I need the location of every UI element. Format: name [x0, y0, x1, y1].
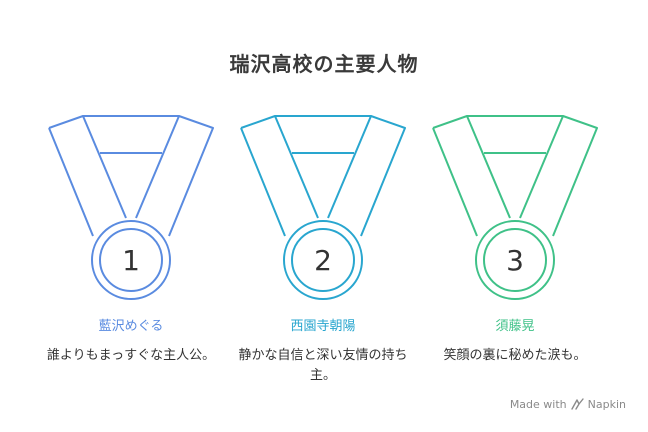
- medal-number: 1: [122, 244, 140, 277]
- medal-1-name: 藍沢めぐる: [98, 319, 164, 334]
- ribbon-outline: [240, 115, 406, 237]
- medal-3: 3: [432, 115, 598, 300]
- ribbon-left-fold: [82, 115, 127, 219]
- ribbon-left-fold: [466, 115, 511, 219]
- medal-3-description: 笑顔の裏に秘めた涙も。: [443, 348, 587, 363]
- napkin-logo-icon: [570, 398, 584, 411]
- medal-2: 2: [240, 115, 406, 300]
- medal-number: 2: [314, 244, 332, 277]
- ribbon-right-fold: [327, 115, 372, 219]
- medal-1: 1: [48, 115, 214, 300]
- ribbon-left-fold: [274, 115, 319, 219]
- medal-3-name: 須藤晃: [495, 319, 535, 334]
- medal-inner-ring: [291, 228, 355, 292]
- medal-1-description: 誰よりもまっすぐな主人公。: [46, 348, 216, 363]
- diagram-title: 瑞沢高校の主要人物: [229, 52, 419, 76]
- medal-inner-ring: [483, 228, 547, 292]
- medal-inner-ring: [99, 228, 163, 292]
- medal-2-name: 西園寺朝陽: [290, 319, 356, 334]
- ribbon-outline: [48, 115, 214, 237]
- made-with-napkin-badge: Made with Napkin: [510, 398, 626, 411]
- medal-2-description: 静かな自信と深い友情の持ち主。: [238, 348, 408, 383]
- ribbon-right-fold: [519, 115, 564, 219]
- napkin-brand-label: Napkin: [587, 398, 626, 411]
- ribbon-outline: [432, 115, 598, 237]
- medal-number: 3: [506, 244, 524, 277]
- made-with-label: Made with: [509, 398, 567, 411]
- ribbon-right-fold: [135, 115, 180, 219]
